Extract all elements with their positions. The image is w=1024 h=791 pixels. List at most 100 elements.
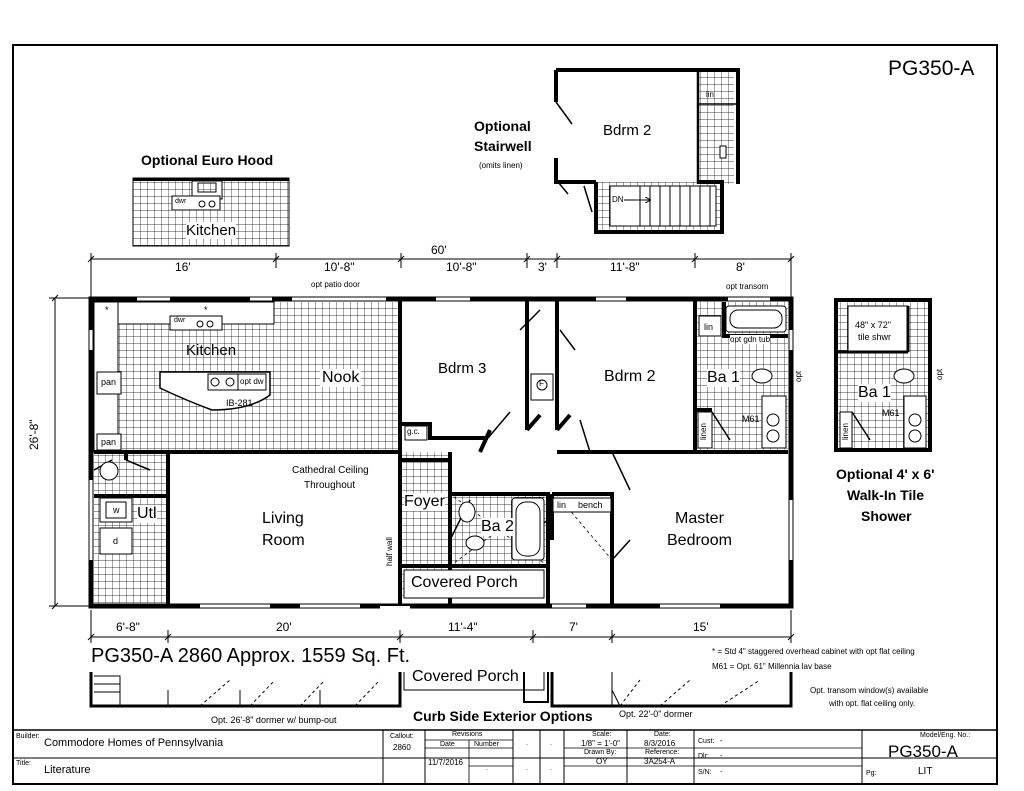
furnace-label: F (539, 379, 544, 388)
tb-dot-3: . (526, 765, 528, 772)
tb-ref: 3A254-A (644, 757, 676, 766)
dormer-22-label: Opt. 22'-0" dormer (619, 709, 693, 719)
m61-label: M61 (742, 414, 760, 424)
dormer-bumpout-label: Opt. 26'-8" dormer w/ bump-out (211, 715, 337, 725)
tb-sn: - (720, 769, 723, 776)
euro-kitchen-label: Kitchen (186, 222, 237, 239)
title-block (13, 729, 997, 784)
opt-transom-label: opt transom (726, 282, 769, 291)
tb-date-key: Date: (654, 731, 671, 738)
walkin-shower-type: tile shwr (858, 332, 892, 342)
tb-callout-key: Callout: (390, 733, 414, 740)
walkin-linen-label: linen (841, 423, 850, 440)
cabinet-star-2: * (204, 305, 208, 315)
cathedral-ceiling-2: Throughout (304, 480, 356, 491)
curb-porch-label: Covered Porch (412, 668, 519, 686)
stairwell-option (554, 68, 740, 234)
tb-date: 8/3/2016 (644, 739, 676, 748)
note-cabinet: * = Std 4" staggered overhead cabinet wi… (712, 647, 915, 656)
model-title: PG350-A 2860 Approx. 1559 Sq. Ft. (91, 645, 411, 667)
cathedral-ceiling-1: Cathedral Ceiling (292, 465, 369, 476)
euro-hood-title: Optional Euro Hood (141, 152, 274, 168)
stairwell-lin: lin (706, 90, 715, 99)
dim-top-2: 10'-8" (324, 260, 355, 274)
lin-ba1-label: lin (704, 322, 714, 332)
note-m61: M61 = Opt. 61" Millennia lav base (712, 662, 832, 671)
tb-dlr-key: Dlr: (698, 753, 709, 760)
half-wall-label: half wall (385, 537, 394, 566)
tb-model: PG350-A (888, 742, 958, 761)
stairwell-dn: DN (612, 195, 624, 204)
tb-builder-key: Builder: (16, 733, 40, 740)
tb-cust: - (720, 738, 723, 745)
walkin-opt-label: opt (935, 368, 944, 380)
main-floor-plan (88, 296, 794, 610)
tb-scale: 1/8" = 1'-0" (581, 739, 621, 748)
walkin-ba1-label: Ba 1 (858, 384, 891, 402)
tb-model-key: Model/Eng. No.: (920, 732, 971, 739)
curb-side-title: Curb Side Exterior Options (413, 708, 593, 724)
walkin-title-1: Optional 4' x 6' (836, 466, 935, 482)
living-label-1: Living (262, 510, 304, 527)
curb-side-options (89, 672, 793, 708)
nook-label: Nook (320, 369, 362, 387)
dim-top-4: 3' (538, 260, 547, 274)
tb-pg-key: Pg: (866, 770, 877, 777)
foyer-label: Foyer (404, 493, 445, 511)
dim-bottom-4: 7' (569, 620, 578, 634)
pantry-label-1: pan (101, 377, 117, 387)
tb-cust-key: Cust: (698, 738, 715, 745)
living-label-2: Room (262, 532, 305, 549)
tb-revisions-key: Revisions (452, 731, 483, 738)
tb-dot-1: . (526, 740, 528, 747)
gc-label: g.c. (407, 427, 420, 436)
bench-label: bench (578, 500, 603, 510)
master-label-2: Bedroom (667, 532, 732, 549)
walkin-title-2: Walk-In Tile (847, 487, 925, 503)
tb-pg: LIT (918, 766, 933, 777)
stairwell-title-line2: Stairwell (474, 138, 532, 154)
ba2-label: Ba 2 (481, 518, 514, 536)
kitchen-label: Kitchen (186, 342, 237, 359)
left-dimension (49, 294, 92, 610)
bdrm3-label: Bdrm 3 (438, 360, 487, 377)
utl-label: Utl (137, 505, 157, 523)
cabinet-star-1: * (105, 305, 109, 315)
dim-bottom-2: 20' (276, 620, 292, 634)
dim-depth: 26'-8" (27, 419, 41, 450)
tb-title-key: Title: (16, 760, 31, 767)
opt-window-label: opt (794, 370, 803, 382)
dwr-label: dwr (174, 317, 186, 324)
bottom-dimensions (87, 610, 795, 643)
stairwell-title-line1: Optional (474, 118, 531, 134)
tb-drawn-key: Drawn By: (584, 749, 617, 756)
walkin-shower-option (834, 298, 932, 452)
model-code: PG350-A (888, 57, 975, 80)
dim-overall: 60' (431, 243, 447, 257)
tb-scale-key: Scale: (592, 731, 612, 738)
stairwell-bdrm2: Bdrm 2 (603, 122, 652, 139)
tb-builder: Commodore Homes of Pennsylvania (44, 737, 224, 749)
dim-top-1: 16' (175, 260, 191, 274)
ba1-label: Ba 1 (707, 369, 740, 387)
top-dimensions (87, 253, 795, 300)
master-label-1: Master (675, 510, 724, 527)
tb-ref-key: Reference: (645, 749, 680, 756)
tb-callout: 2860 (393, 743, 411, 752)
pantry-label-2: pan (101, 437, 117, 447)
lin-bench-label: lin (557, 500, 567, 510)
bdrm2-label: Bdrm 2 (604, 368, 656, 385)
note-transom-2: with opt. flat ceiling only. (829, 699, 916, 708)
tb-title: Literature (44, 764, 91, 776)
dim-bottom-1: 6'-8" (116, 620, 140, 634)
island-label: IB-281 (226, 398, 253, 408)
note-transom-1: Opt. transom window(s) available (810, 686, 929, 695)
tb-drawn: OY (596, 757, 608, 766)
dim-top-3: 10'-8" (446, 260, 477, 274)
tb-dlr: - (720, 753, 723, 760)
tb-dot-5: . (486, 765, 488, 772)
tb-dot-2: . (550, 740, 552, 747)
tb-rev-date: 11/7/2016 (428, 758, 463, 767)
tb-dot-4: . (550, 765, 552, 772)
